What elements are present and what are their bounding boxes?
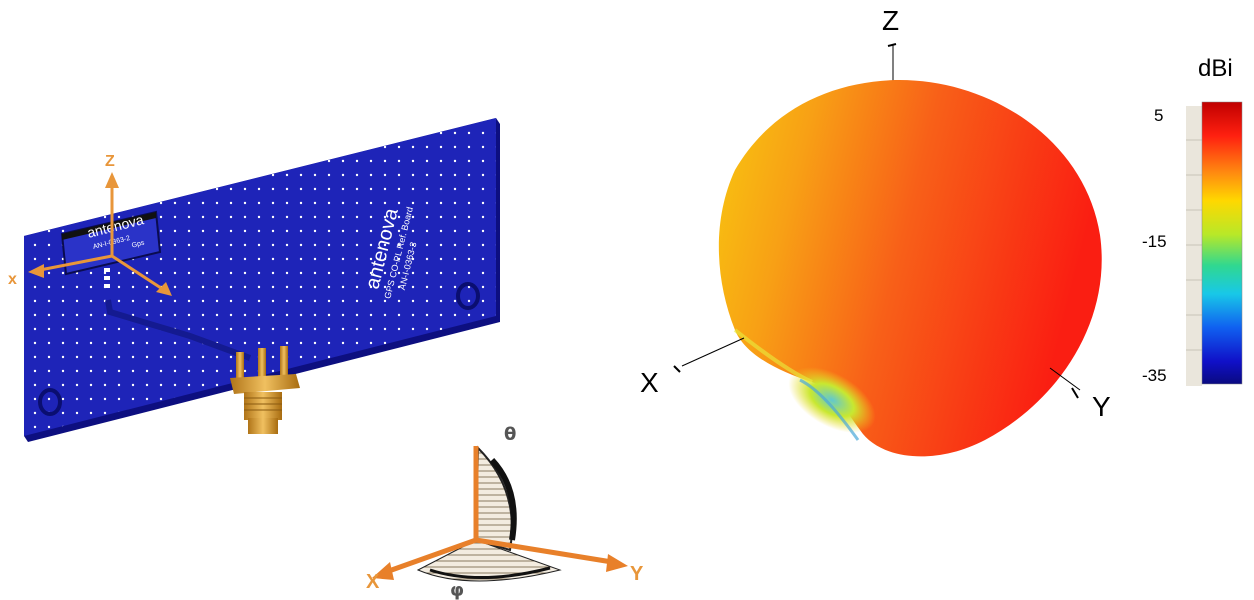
coordinate-legend: θ φ X Y (366, 424, 644, 600)
pcb-axis-z-label: Z (105, 153, 115, 170)
pattern-surface (718, 79, 1102, 457)
mount-hole (38, 388, 62, 416)
colorbar-tick-5: 5 (1154, 106, 1163, 125)
legend-axes (372, 446, 628, 580)
pcb-board-illustration: antenova AN-I-0363-2 Gps antenova GPS CO… (8, 118, 500, 442)
pcb-axes (28, 172, 172, 296)
phi-wedge (416, 539, 562, 582)
legend-axis-y-label: Y (630, 563, 644, 585)
phi-label: φ (450, 580, 464, 600)
colorbar: dBi 5 -15 -35 (1142, 55, 1243, 386)
pattern-axis-x-label: X (640, 367, 659, 398)
colorbar-unit-label: dBi (1198, 55, 1233, 82)
legend-axis-x-label: X (366, 571, 380, 593)
colorbar-tick-minus35: -35 (1142, 366, 1167, 385)
pattern-null-region (788, 367, 876, 433)
mount-hole (456, 282, 480, 310)
pattern-axis-y-label: Y (1092, 391, 1111, 422)
pattern-axis-y (1049, 367, 1081, 391)
sma-connector (230, 346, 300, 434)
pcb-axis-x-label: x (8, 271, 17, 288)
theta-label: θ (504, 424, 516, 445)
radiation-pattern-3d: Z X Y (640, 5, 1111, 457)
pattern-axis-x (681, 337, 745, 367)
colorbar-gradient (1201, 101, 1243, 385)
colorbar-tick-minus15: -15 (1142, 232, 1167, 251)
chip-sub-text: Gps (131, 239, 146, 249)
pattern-axis-z-label: Z (882, 5, 899, 36)
feed-trace (105, 299, 252, 361)
